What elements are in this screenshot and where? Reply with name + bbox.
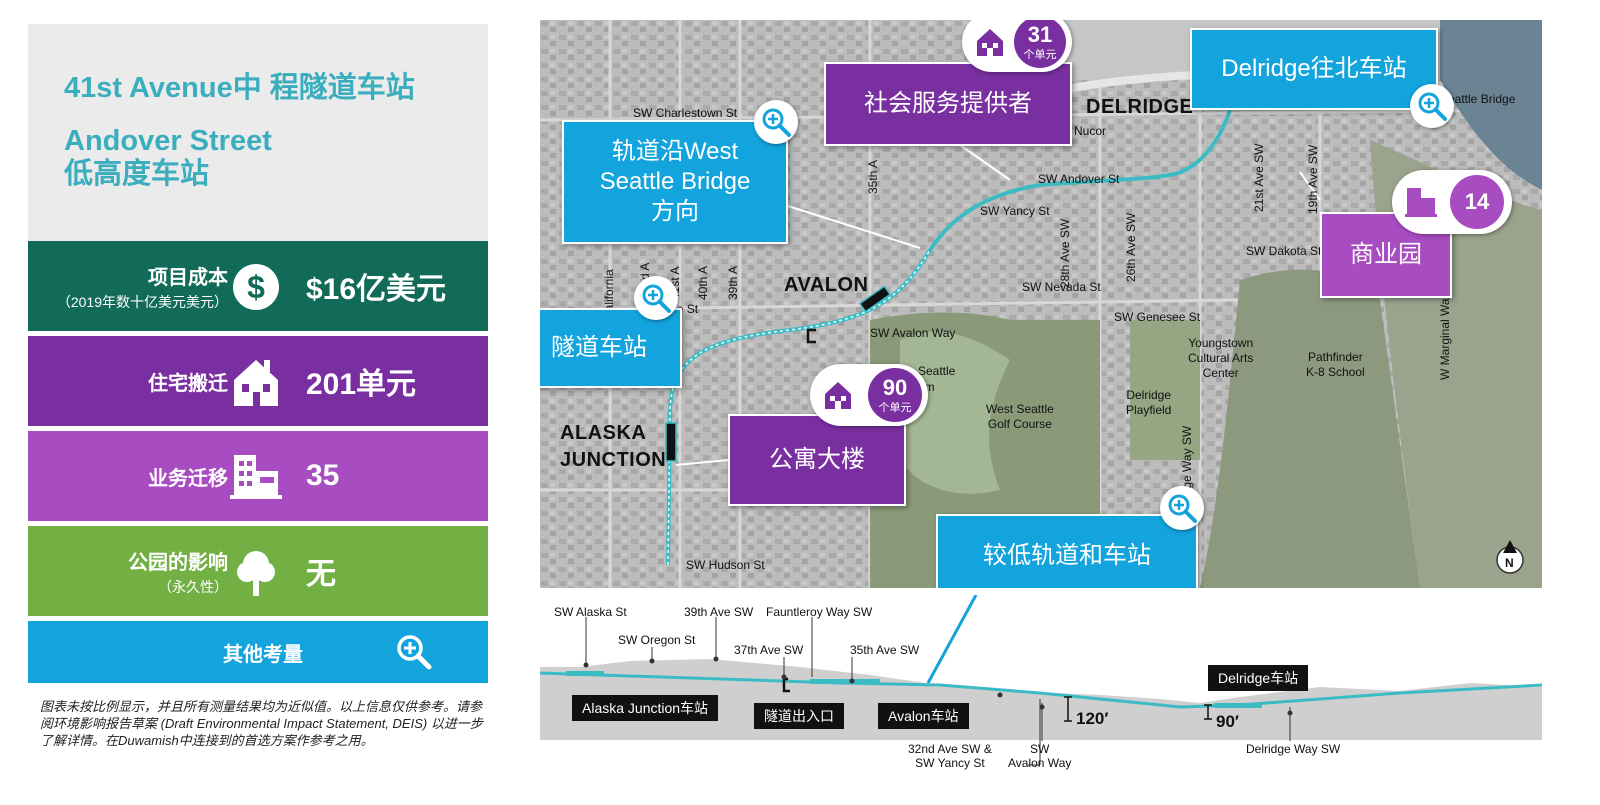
north-label: N [1505,556,1514,570]
profile-label: 35th Ave SW [850,643,920,657]
business-value: 35 [306,459,340,492]
cost-sublabel: （2019年数十亿美元美元） [56,293,228,310]
area-label-alaska-junction: ALASKA JUNCTION [560,422,667,471]
zoom-icon[interactable] [1410,84,1454,128]
info-panel: 41st Avenue中 程隧道车站 Andover Street 低高度车站 … [28,24,488,683]
profile-label: 37th Ave SW [734,643,804,657]
aerial-map[interactable]: DELRIDGE AVALON ALASKA JUNCTION SW Charl… [540,20,1542,588]
tree-icon [237,551,275,596]
callout-delridge-north-station[interactable]: Delridge往北车站 [1190,28,1438,110]
house-icon [825,382,851,409]
cost-value: $16亿美元 [306,273,447,306]
street-label: 35th A [866,159,880,194]
street-label: SW Yancy St [980,204,1050,218]
profile-label: SW Alaska St [554,605,627,619]
profile-label: SW Avalon Way [1008,742,1072,770]
profile-label: Fauntleroy Way SW [766,605,873,619]
svg-text:$: $ [247,269,265,305]
callout-social-service[interactable]: 社会服务提供者 [824,62,1072,146]
badge-14-businesses: 14 [1392,170,1512,234]
street-label: SW Andover St [1038,172,1120,186]
building-icon [1405,188,1437,217]
station-label-delridge: Delridge车站 [1208,665,1309,691]
callout-lower-track-station[interactable]: 较低轨道和车站 [936,514,1198,588]
callout-bridge-alignment[interactable]: 轨道沿West Seattle Bridge 方向 [562,120,788,244]
depth-label-120: 120′ [1076,709,1109,728]
zoom-icon[interactable] [754,100,798,144]
street-label: Seattle [918,364,956,378]
title-box: 41st Avenue中 程隧道车站 Andover Street 低高度车站 [28,24,488,241]
street-label: SW Genesee St [1114,310,1201,324]
alternative-title-1: 41st Avenue中 程隧道车站 [64,72,415,104]
street-label: SW Charlestown St [633,106,738,120]
street-label: Nucor [1074,124,1107,138]
street-label: 19th Ave SW [1306,144,1320,214]
north-arrow-icon [1496,540,1524,574]
profile-label: 32nd Ave SW & SW Yancy St [908,742,992,770]
alternative-title-2b: 低高度车站 [64,158,210,190]
house-icon [234,360,278,406]
street-label: eattle Bridge [1448,92,1516,106]
house-icon [977,29,1003,56]
stat-residential: 住宅搬迁 201单元 [28,336,488,426]
zoom-icon[interactable] [1160,486,1204,530]
street-label: 39th A [726,265,740,300]
other-considerations-button[interactable]: 其他考量 [28,621,488,683]
disclaimer-note: 图表未按比例显示，并且所有测量结果均为近似值。以上信息仅供参考。请参阅环境影响报… [40,699,483,748]
park-label: 公园的影响 [128,551,228,574]
street-label: 40th A [696,265,710,300]
alaska-junction-station-marker [665,422,677,462]
street-label: SW Nevada St [1022,280,1101,294]
dollar-icon: $ [233,264,279,310]
profile-label: 39th Ave SW [684,605,754,619]
street-label: 28th Ave SW [1058,218,1072,288]
stat-business: 业务迁移 35 [28,431,488,521]
park-value: 无 [306,558,336,591]
residential-label: 住宅搬迁 [148,372,228,395]
callout-tunnel-station[interactable]: 隧道车站 [540,308,682,388]
elevation-profile: SW Alaska St SW Oregon St 39th Ave SW Fa… [540,595,1542,805]
stat-cost: 项目成本 （2019年数十亿美元美元） $ $16亿美元 [28,241,488,331]
badge-31-units: 31 个单元 [962,20,1072,72]
station-label-alaska-junction: Alaska Junction车站 [572,695,719,721]
street-label: 26th Ave SW [1124,212,1138,282]
street-label: 21st Ave SW [1252,143,1266,212]
street-label: SW Avalon Way [870,326,956,340]
street-label: SW Dakota St [1246,244,1322,258]
residential-value: 201单元 [306,368,417,401]
other-label: 其他考量 [223,643,303,666]
park-sublabel: （永久性） [158,578,228,595]
area-label-delridge: DELRIDGE [1086,96,1194,118]
profile-label: SW Oregon St [618,633,696,647]
callout-apartments[interactable]: 公寓大楼 [728,414,906,506]
badge-90-units: 90 个单元 [810,364,928,426]
alternative-title-2a: Andover Street [64,125,272,157]
cost-label: 项目成本 [148,266,228,289]
business-label: 业务迁移 [148,467,228,490]
street-label: W Marginal Way [1438,292,1452,380]
area-label-avalon: AVALON [784,274,869,296]
depth-label-90: 90′ [1216,712,1239,731]
profile-label: Delridge Way SW [1246,742,1341,756]
zoom-icon[interactable] [634,276,678,320]
tunnel-portal-label: 隧道出入口 [754,703,844,729]
zoom-icon[interactable] [396,634,432,670]
station-label-avalon: Avalon车站 [878,703,969,729]
stat-park: 公园的影响 （永久性） 无 [28,526,488,616]
tunnel-portal-marker [806,328,816,344]
avalon-station-marker [858,285,892,313]
street-label: SW Hudson St [686,558,765,572]
building-icon [230,455,282,499]
